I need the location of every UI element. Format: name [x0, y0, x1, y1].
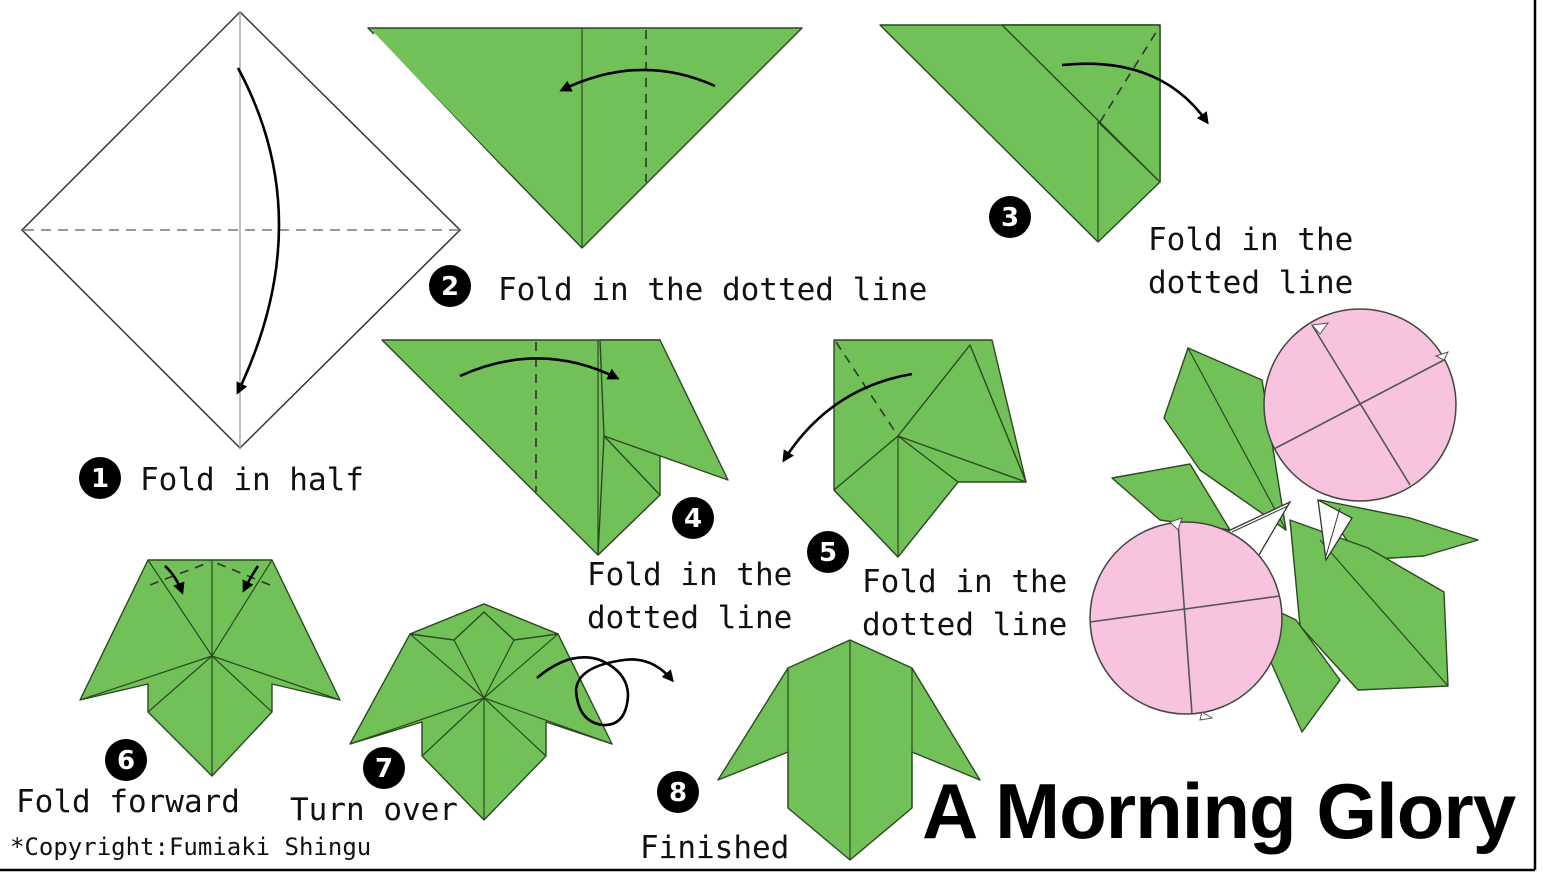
step1-caption: Fold in half: [140, 462, 364, 498]
step3-label: 3 Fold in the dotted line: [989, 196, 1353, 301]
fold-arrow: [1061, 62, 1209, 125]
step5-number: 5: [819, 538, 837, 568]
step7-figure: [349, 603, 674, 821]
flower-upper: [1263, 308, 1457, 502]
step4-number: 4: [684, 504, 702, 534]
step1-label: 1 Fold in half: [79, 457, 364, 499]
step4-caption-line1: Fold in the: [587, 557, 792, 593]
step2-number: 2: [441, 272, 459, 302]
step5-label: 5 Fold in the dotted line: [807, 531, 1067, 643]
step7-caption: Turn over: [290, 792, 458, 828]
step2-caption: Fold in the dotted line: [498, 272, 927, 308]
step6-figure: [79, 559, 341, 777]
step7-label: 7 Turn over: [290, 747, 458, 828]
step5-figure: [782, 339, 1027, 558]
fold-arrow: [782, 372, 913, 463]
fold-arrow: [459, 357, 620, 380]
step4-caption-line2: dotted line: [587, 600, 792, 636]
step1-number: 1: [91, 464, 109, 494]
step2-figure: [367, 27, 803, 249]
step3-caption-line1: Fold in the: [1148, 222, 1353, 258]
step6-label: 6 Fold forward: [16, 739, 240, 820]
step6-number: 6: [117, 746, 135, 776]
copyright-notice: *Copyright:Fumiaki Shingu: [10, 833, 371, 861]
step1-figure: [20, 10, 462, 450]
step8-caption: Finished: [640, 830, 789, 866]
step3-number: 3: [1001, 203, 1019, 233]
step6-caption: Fold forward: [16, 784, 240, 820]
step5-caption-line1: Fold in the: [862, 564, 1067, 600]
step2-label: 2 Fold in the dotted line: [429, 265, 927, 308]
step5-caption-line2: dotted line: [862, 607, 1067, 643]
step8-label: 8 Finished: [640, 771, 789, 866]
step4-label: 4 Fold in the dotted line: [587, 497, 792, 636]
diagram-title: A Morning Glory: [922, 767, 1516, 855]
step8-figure: [717, 639, 981, 861]
step3-caption-line2: dotted line: [1148, 265, 1353, 301]
fold-arrow: [236, 67, 281, 395]
finished-morning-glory: [1089, 308, 1479, 733]
step4-figure: [381, 339, 729, 556]
flower-lower: [1089, 517, 1283, 721]
fold-arrow: [559, 68, 716, 92]
step8-number: 8: [669, 778, 687, 808]
step3-figure: [879, 24, 1209, 243]
step7-number: 7: [375, 754, 393, 784]
turn-over-arrow: [536, 656, 674, 727]
